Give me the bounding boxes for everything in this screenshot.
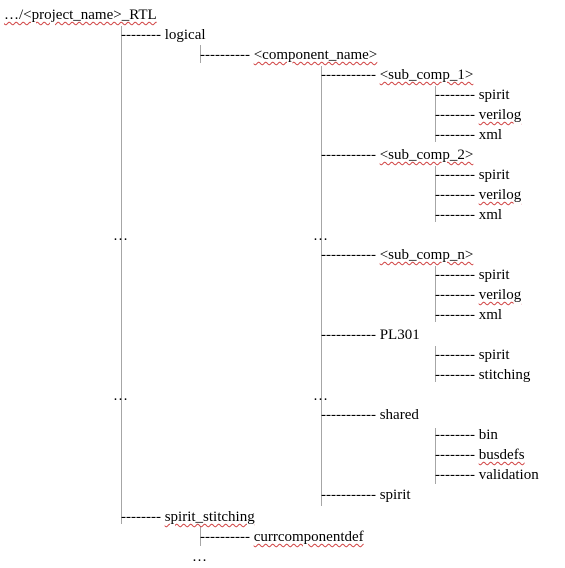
folder-label-spirit-stitching: spirit_stitching xyxy=(164,509,255,525)
tree-connector: -------- xyxy=(435,167,475,183)
tree-row-sub-comp-n-spirit: -------- spirit xyxy=(435,266,510,284)
tree-guide-sub-comp-n xyxy=(435,266,436,322)
tree-connector: -------- xyxy=(435,187,475,203)
tree-row-sub-comp-2-xml: -------- xml xyxy=(435,206,502,224)
tree-guide-sub-comp-1 xyxy=(435,86,436,142)
tree-row-sub-comp-n-verilog: -------- verilog xyxy=(435,286,521,304)
tree-connector: -------- xyxy=(435,107,475,123)
tree-row-sub-comp-2-verilog: -------- verilog xyxy=(435,186,521,204)
tree-guide-root xyxy=(121,26,122,524)
tree-connector: -------- xyxy=(121,27,161,43)
tree-row-sub-comp-1-verilog: -------- verilog xyxy=(435,106,521,124)
tree-row-component-spirit: ----------- spirit xyxy=(321,486,411,504)
tree-row-pl301-spirit: -------- spirit xyxy=(435,346,510,364)
folder-label-component-name: <component_name> xyxy=(253,47,378,63)
tree-row-pl301: ----------- PL301 xyxy=(321,326,420,344)
tree-connector: -------- xyxy=(435,287,475,303)
folder-label-currcomponentdef: currcomponentdef xyxy=(253,529,364,545)
tree-connector: ---------- xyxy=(200,529,250,545)
folder-label-sub-comp-n: <sub_comp_n> xyxy=(379,247,474,263)
tree-guide-component xyxy=(321,66,322,506)
tree-connector: -------- xyxy=(435,267,475,283)
tree-row-shared: ----------- shared xyxy=(321,406,419,424)
folder-label-spirit: spirit xyxy=(379,487,411,503)
tree-connector: -------- xyxy=(435,447,475,463)
tree-row-logical: -------- logical xyxy=(121,26,206,44)
tree-row-shared-bin: -------- bin xyxy=(435,426,498,444)
tree-row-pl301-stitching: -------- stitching xyxy=(435,366,530,384)
tree-connector: -------- xyxy=(435,467,475,483)
ellipsis-component-2: … xyxy=(313,388,328,404)
tree-connector: -------- xyxy=(435,347,475,363)
folder-label-validation: validation xyxy=(478,467,539,483)
folder-label-xml: xml xyxy=(478,207,503,223)
tree-connector: -------- xyxy=(435,207,475,223)
folder-label-spirit: spirit xyxy=(478,347,510,363)
tree-connector: ----------- xyxy=(321,327,376,343)
tree-connector: -------- xyxy=(435,427,475,443)
tree-row-spirit-stitching: -------- spirit_stitching xyxy=(121,508,255,526)
tree-connector: -------- xyxy=(121,509,161,525)
tree-row-sub-comp-1-xml: -------- xml xyxy=(435,126,502,144)
folder-label-sub-comp-1: <sub_comp_1> xyxy=(379,67,474,83)
tree-guide-spirit-stitching xyxy=(200,526,201,546)
folder-label-verilog: verilog xyxy=(478,107,522,123)
tree-connector: -------- xyxy=(435,127,475,143)
tree-row-root: …/<project_name>_RTL xyxy=(4,6,157,24)
folder-label-shared: shared xyxy=(379,407,419,423)
tree-row-shared-busdefs: -------- busdefs xyxy=(435,446,525,464)
tree-row-sub-comp-2: ----------- <sub_comp_2> xyxy=(321,146,473,164)
tree-guide-sub-comp-2 xyxy=(435,166,436,222)
folder-label-verilog: verilog xyxy=(478,187,522,203)
ellipsis-root-1: … xyxy=(113,228,128,244)
tree-connector: ---------- xyxy=(200,47,250,63)
tree-connector: ----------- xyxy=(321,407,376,423)
tree-guide-pl301 xyxy=(435,346,436,382)
tree-connector: -------- xyxy=(435,87,475,103)
folder-label-logical: logical xyxy=(164,27,206,43)
folder-label-sub-comp-2: <sub_comp_2> xyxy=(379,147,474,163)
tree-connector: ----------- xyxy=(321,247,376,263)
folder-label-xml: xml xyxy=(478,307,503,323)
ellipsis-component-1: … xyxy=(313,228,328,244)
folder-label-pl301: PL301 xyxy=(379,327,420,343)
ellipsis-root-2: … xyxy=(113,388,128,404)
tree-row-sub-comp-n: ----------- <sub_comp_n> xyxy=(321,246,473,264)
tree-guide-shared xyxy=(435,428,436,484)
folder-label-verilog: verilog xyxy=(478,287,522,303)
root-path-label: …/<project_name>_RTL xyxy=(4,7,157,23)
tree-connector: -------- xyxy=(435,367,475,383)
folder-label-spirit: spirit xyxy=(478,267,510,283)
folder-label-bin: bin xyxy=(478,427,498,443)
tree-row-component-name: ---------- <component_name> xyxy=(200,46,377,64)
tree-connector: ----------- xyxy=(321,487,376,503)
tree-connector: ----------- xyxy=(321,67,376,83)
tree-row-sub-comp-2-spirit: -------- spirit xyxy=(435,166,510,184)
tree-row-currcomponentdef: ---------- currcomponentdef xyxy=(200,528,364,546)
folder-label-xml: xml xyxy=(478,127,503,143)
ellipsis-spirit-stitching: … xyxy=(192,549,207,565)
folder-label-spirit: spirit xyxy=(478,87,510,103)
folder-label-busdefs: busdefs xyxy=(478,447,525,463)
folder-label-spirit: spirit xyxy=(478,167,510,183)
tree-guide-logical xyxy=(200,45,201,63)
tree-row-sub-comp-1-spirit: -------- spirit xyxy=(435,86,510,104)
tree-connector: ----------- xyxy=(321,147,376,163)
tree-row-sub-comp-n-xml: -------- xml xyxy=(435,306,502,324)
tree-row-sub-comp-1: ----------- <sub_comp_1> xyxy=(321,66,473,84)
tree-connector: -------- xyxy=(435,307,475,323)
folder-label-stitching: stitching xyxy=(478,367,531,383)
tree-row-shared-validation: -------- validation xyxy=(435,466,539,484)
